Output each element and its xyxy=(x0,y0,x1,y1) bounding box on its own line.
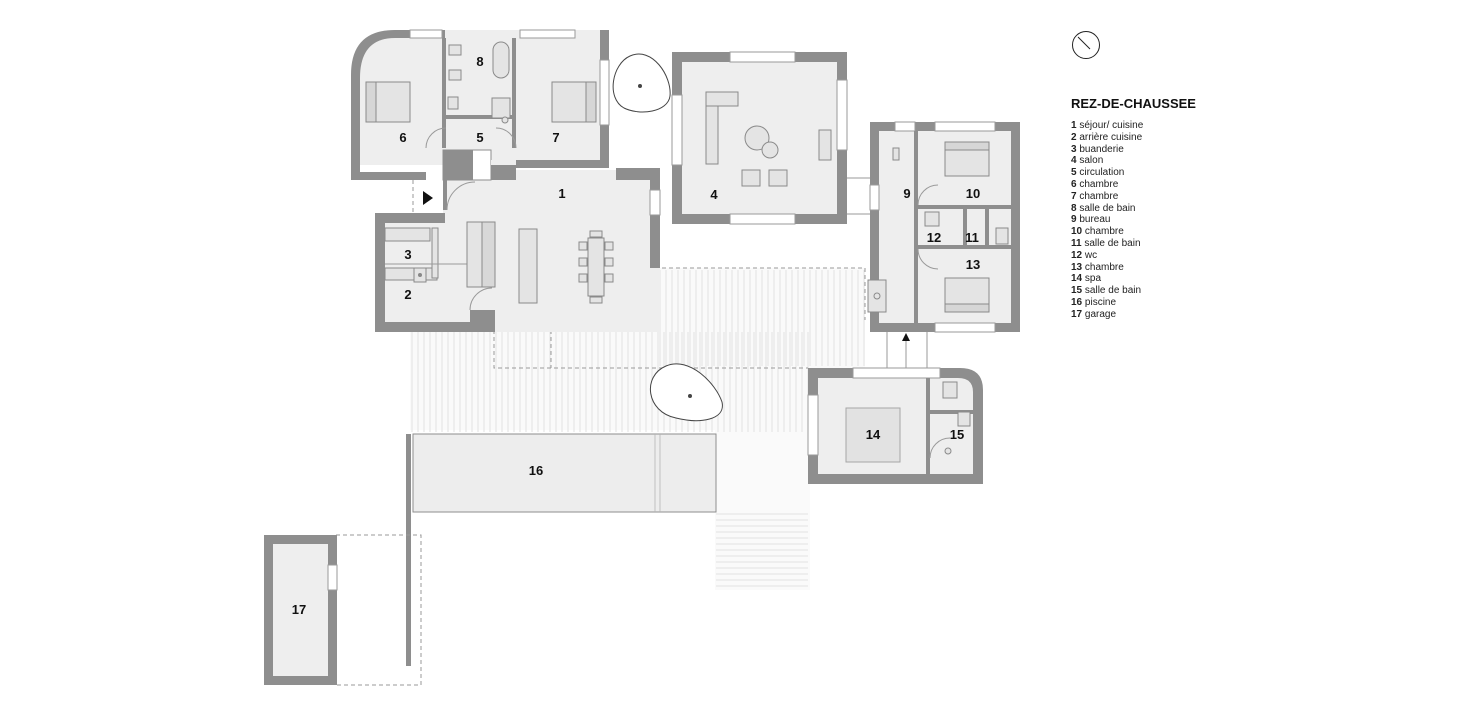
legend-item: 15 salle de bain xyxy=(1071,285,1196,297)
garage-block xyxy=(264,535,338,685)
legend-item: 7 chambre xyxy=(1071,191,1196,203)
legend-item-number: 10 xyxy=(1071,226,1083,238)
legend-item: 11 salle de bain xyxy=(1071,238,1196,250)
legend-item: 3 buanderie xyxy=(1071,144,1196,156)
legend-item-number: 4 xyxy=(1071,155,1077,167)
legend-item-label: wc xyxy=(1084,249,1098,261)
legend-item: 6 chambre xyxy=(1071,179,1196,191)
legend-item-number: 11 xyxy=(1071,237,1082,249)
legend-item-number: 9 xyxy=(1071,214,1077,226)
room-label: 13 xyxy=(966,257,980,272)
legend-item-number: 6 xyxy=(1071,178,1077,190)
room-label: 7 xyxy=(552,130,559,145)
room-label: 1 xyxy=(558,186,565,201)
room-label: 11 xyxy=(965,230,979,245)
room-label: 6 xyxy=(399,130,406,145)
legend-item-label: chambre xyxy=(1079,178,1119,190)
spa-block xyxy=(807,367,983,484)
legend-item-label: chambre xyxy=(1079,190,1119,202)
legend-item: 13 chambre xyxy=(1071,262,1196,274)
room-label: 15 xyxy=(950,427,964,442)
legend-item-number: 7 xyxy=(1071,190,1077,202)
legend-item: 2 arrière cuisine xyxy=(1071,132,1196,144)
room-label: 2 xyxy=(404,287,411,302)
room-label: 3 xyxy=(404,247,411,262)
room-label: 5 xyxy=(476,130,483,145)
trees xyxy=(612,53,723,422)
room-label: 10 xyxy=(966,186,980,201)
legend-item-label: salle de bain xyxy=(1084,285,1142,297)
legend-item: 17 garage xyxy=(1071,309,1196,321)
legend-item-number: 2 xyxy=(1071,131,1077,143)
room-label: 9 xyxy=(903,186,910,201)
entrance-arrow-icon xyxy=(423,191,433,205)
legend-item-label: salle de bain xyxy=(1079,202,1136,214)
legend-item: 4 salon xyxy=(1071,155,1196,167)
room-label: 4 xyxy=(710,187,718,202)
legend-item-number: 13 xyxy=(1071,261,1083,273)
legend-item-label: spa xyxy=(1084,273,1102,285)
pool-piscine xyxy=(406,433,717,666)
legend-item-label: séjour/ cuisine xyxy=(1079,120,1144,131)
legend-item-number: 16 xyxy=(1071,296,1083,308)
legend-item-label: buanderie xyxy=(1079,143,1124,155)
legend-item-label: salon xyxy=(1079,155,1104,167)
room-label: 8 xyxy=(476,54,483,69)
legend-item: 16 piscine xyxy=(1071,297,1196,309)
legend-item-number: 1 xyxy=(1071,120,1077,131)
legend-item: 9 bureau xyxy=(1071,214,1196,226)
salon-block xyxy=(671,51,848,225)
room-label: 17 xyxy=(292,602,306,617)
legend-item-label: salle de bain xyxy=(1084,237,1141,249)
north-compass-icon xyxy=(1072,31,1100,59)
bedroom-wing-east xyxy=(867,121,1020,333)
main-living-wing xyxy=(375,149,661,332)
legend-item-label: arrière cuisine xyxy=(1079,131,1143,143)
dashed-outlines xyxy=(336,180,866,686)
legend-item-label: piscine xyxy=(1084,296,1117,308)
legend-item-label: chambre xyxy=(1084,261,1124,273)
plan-title: REZ-DE-CHAUSSEE xyxy=(1071,96,1196,111)
legend-item: 5 circulation xyxy=(1071,167,1196,179)
legend-item-number: 8 xyxy=(1071,202,1077,214)
legend-item-number: 12 xyxy=(1071,249,1083,261)
legend-item-number: 5 xyxy=(1071,167,1077,179)
legend-item: 8 salle de bain xyxy=(1071,203,1196,215)
room-label: 16 xyxy=(529,463,543,478)
legend-item-label: bureau xyxy=(1079,214,1111,226)
room-label: 12 xyxy=(927,230,941,245)
room-labels: 8 6 5 7 1 3 2 4 9 10 12 11 13 14 15 16 1… xyxy=(292,54,980,617)
legend-item-number: 14 xyxy=(1071,273,1083,285)
terrace-deck xyxy=(410,268,865,590)
legend-item: 12 wc xyxy=(1071,250,1196,262)
legend-item: 14 spa xyxy=(1071,273,1196,285)
legend-item: 1 séjour/ cuisine xyxy=(1071,120,1196,132)
bedroom-wing-north xyxy=(351,29,610,180)
room-label: 14 xyxy=(866,427,881,442)
legend-item-number: 3 xyxy=(1071,143,1077,155)
legend-item-number: 15 xyxy=(1071,285,1083,297)
legend-item-label: circulation xyxy=(1079,167,1125,179)
legend-item-number: 17 xyxy=(1071,308,1083,320)
legend-item: 10 chambre xyxy=(1071,226,1196,238)
legend-item-label: chambre xyxy=(1084,226,1124,238)
legend-item-label: garage xyxy=(1084,308,1117,320)
